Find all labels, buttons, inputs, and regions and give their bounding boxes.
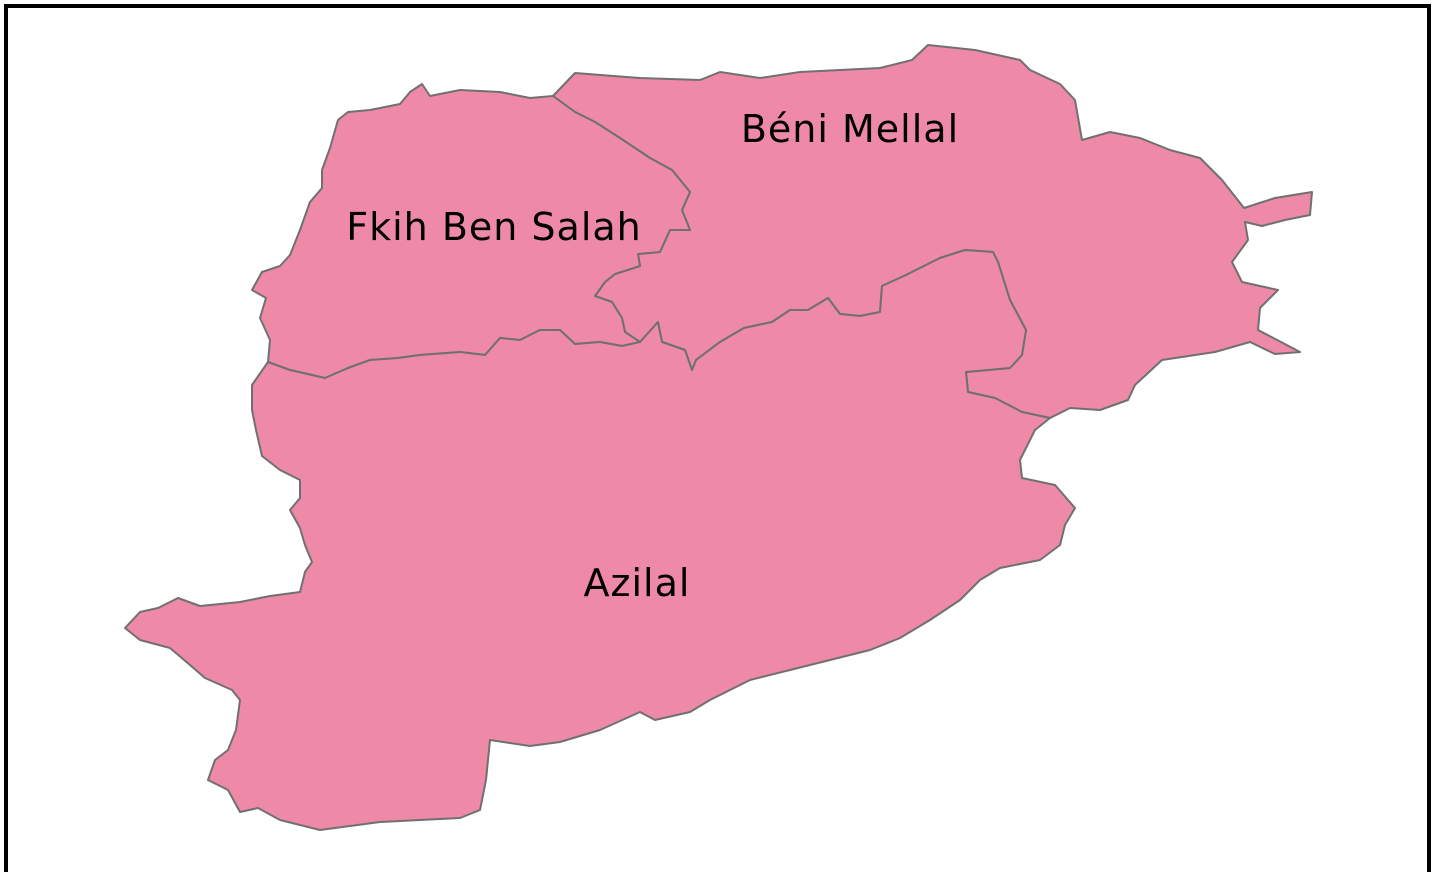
- label-beni-mellal: Béni Mellal: [741, 107, 959, 151]
- region-azilal[interactable]: [124, 249, 1076, 831]
- label-fkih-ben-salah: Fkih Ben Salah: [346, 205, 642, 249]
- region-fkih-ben-salah[interactable]: [251, 83, 691, 379]
- label-azilal: Azilal: [584, 561, 691, 605]
